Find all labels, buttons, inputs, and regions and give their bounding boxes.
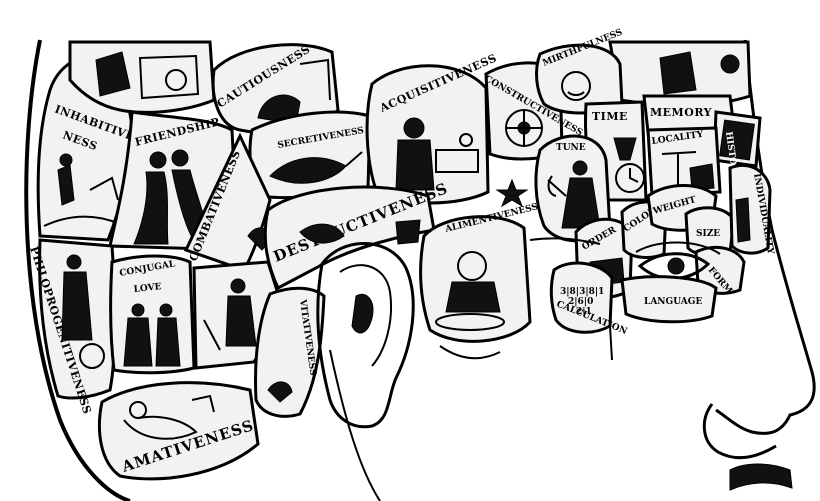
acquisitiveness-vignette — [395, 117, 479, 191]
inhabitiveness-vignette — [43, 153, 121, 227]
secretiveness-vignette — [269, 151, 363, 184]
label-size: SIZE — [696, 229, 720, 239]
label-language: LANGUAGE — [644, 297, 702, 307]
region-acquisitiveness: ACQUISITIVENESS — [365, 51, 499, 205]
label-tune: TUNE — [556, 143, 586, 153]
region-destructiveness: DESTRUCTIVENESS — [263, 179, 451, 291]
region-tune: TUNE — [534, 134, 612, 243]
region-vitativeness: VITATIVENESS — [254, 286, 326, 418]
mustache — [729, 463, 793, 491]
locality-vignette — [661, 151, 715, 191]
outline-lines — [439, 237, 613, 361]
label-time: TIME — [592, 110, 628, 123]
amativeness-vignette — [123, 394, 215, 440]
region-top-scene — [68, 40, 216, 114]
constructiveness-vignette — [505, 109, 543, 147]
nose-lower — [702, 403, 777, 460]
region-individuality: INDIVIDUALITY — [728, 164, 775, 256]
star-icon — [495, 178, 529, 208]
philoprogenitiveness-vignette — [61, 254, 105, 369]
ear — [316, 242, 415, 429]
region-mirthfulness: MIRTHFULNESS — [535, 28, 624, 115]
face-profile — [715, 39, 816, 435]
neck-line — [329, 349, 381, 501]
region-form: FORM — [694, 245, 746, 296]
label-conjugal-love-2: LOVE — [133, 282, 162, 295]
region-alimentiveness: ALIMENTIVENESS — [419, 202, 539, 343]
region-memory: MEMORY — [642, 94, 736, 134]
region-amativeness: AMATIVENESS — [97, 381, 260, 481]
time-vignette — [613, 137, 645, 193]
label-memory: MEMORY — [650, 106, 712, 119]
destructiveness-vignette — [299, 219, 421, 245]
region-conjugal-love: CONJUGAL LOVE — [109, 254, 196, 375]
region-locality: LOCALITY — [646, 126, 722, 198]
alimentiveness-vignette — [435, 251, 505, 331]
region-secretiveness: SECRETIVENESS — [248, 110, 372, 200]
region-language: LANGUAGE — [620, 275, 718, 324]
region-cautiousness: CAUTIOUSNESS — [211, 43, 340, 135]
calc-digits-3: 2|1 — [576, 307, 592, 317]
calc-digits-2: 2|6|0 — [568, 297, 593, 307]
region-philoprogenitiveness: PHILOPROGENITIVENESS — [27, 238, 117, 416]
conjugal-love-vignette — [123, 303, 181, 367]
calc-digits-1: 3|8|3|8|1 — [560, 287, 604, 297]
mirthfulness-vignette — [561, 71, 591, 101]
head-outline — [24, 39, 131, 501]
